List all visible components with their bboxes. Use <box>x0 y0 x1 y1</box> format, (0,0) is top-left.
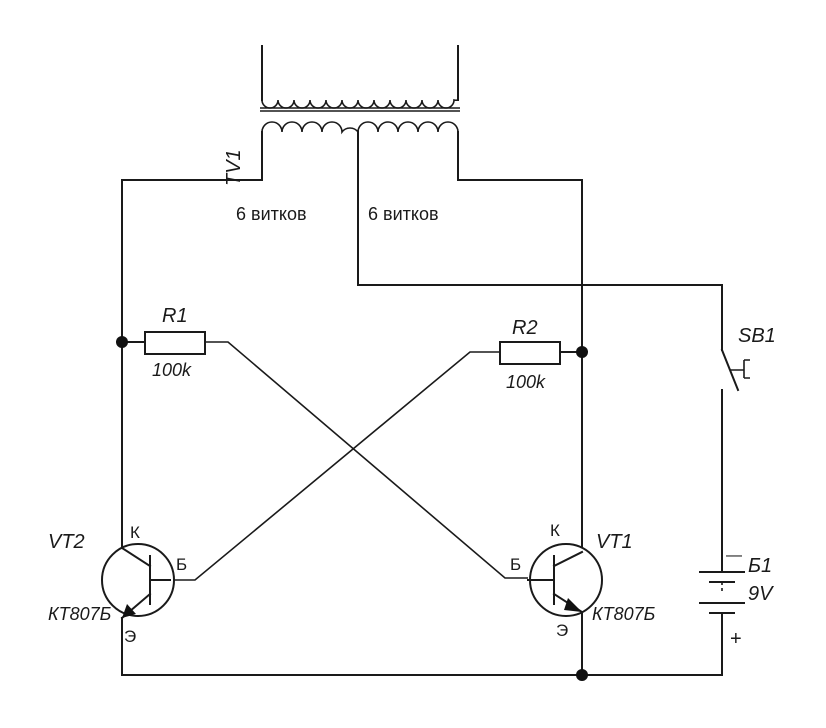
vt1-emitter-arrow-icon <box>564 598 582 612</box>
vt2-emitter-arrow-icon <box>122 604 136 618</box>
vt2-type-label: КТ807Б <box>48 604 112 624</box>
left-winding-label: 6 витков <box>236 204 307 224</box>
vt2-ref-label: VT2 <box>48 531 85 553</box>
primary-winding <box>261 121 459 135</box>
right-winding-label: 6 витков <box>368 204 439 224</box>
junction-dot-right <box>576 346 588 358</box>
junction-dot-ground <box>576 669 588 681</box>
resistor-r2: R2 100k <box>499 317 561 392</box>
vt1-collector-label: К <box>550 521 560 540</box>
battery-plus-label: + <box>730 628 742 650</box>
vt1-base-label: Б <box>510 555 521 574</box>
r1-ref-label: R1 <box>162 305 188 327</box>
vt2-base-label: Б <box>176 555 187 574</box>
battery-voltage-label: 9V <box>748 583 774 605</box>
switch-sb1: SB1 <box>720 325 776 392</box>
transformer-ref-label: TV1 <box>223 149 245 186</box>
r1-value-label: 100k <box>152 360 192 380</box>
battery-minus-label: — <box>726 547 742 564</box>
vt2-emitter-label: Э <box>124 627 136 646</box>
vt1-ref-label: VT1 <box>596 531 633 553</box>
vt1-type-label: КТ807Б <box>592 604 656 624</box>
vt2-collector-label: К <box>130 523 140 542</box>
switch-actuator-icon <box>730 359 750 379</box>
secondary-winding <box>261 45 459 109</box>
r2-ref-label: R2 <box>512 317 538 339</box>
transformer-tv1: TV1 <box>223 45 460 186</box>
sb1-ref-label: SB1 <box>738 325 776 347</box>
battery-b1: — + Б1 9V <box>699 547 774 650</box>
resistor-r1: R1 100k <box>144 305 206 380</box>
r2-value-label: 100k <box>506 372 546 392</box>
transistor-vt1: VT1 К Б Э КТ807Б <box>510 521 656 640</box>
transformer-core <box>260 107 460 112</box>
battery-ref-label: Б1 <box>748 555 772 577</box>
junction-dot-left <box>116 336 128 348</box>
transistor-vt2: VT2 К Б Э КТ807Б <box>48 523 187 646</box>
vt1-emitter-label: Э <box>556 621 568 640</box>
